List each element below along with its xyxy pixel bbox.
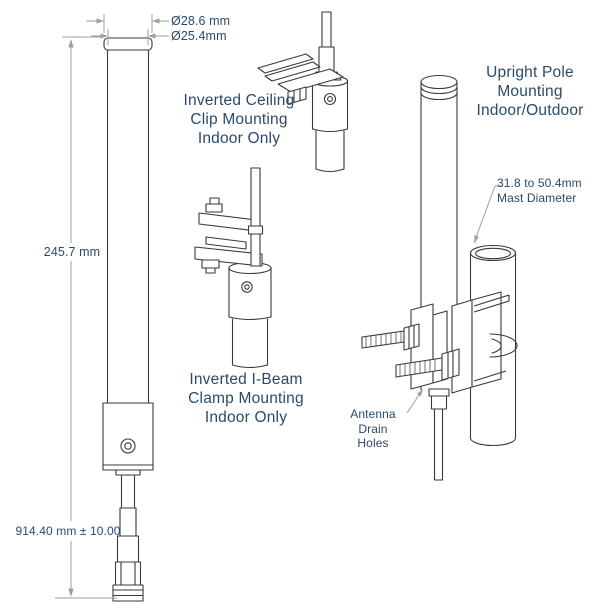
ibeam-clamp-bracket: [194, 197, 263, 274]
arrow-icon: [474, 235, 479, 244]
arrow-icon: [68, 39, 74, 48]
arrow-icon: [96, 18, 104, 24]
ceiling-clip-mount-label: Inverted Ceiling Clip Mounting Indoor On…: [183, 92, 295, 147]
arrow-icon: [152, 18, 160, 24]
left-antenna-drawing: [102, 37, 154, 602]
ibeam-clamp-mount-label: Inverted I-Beam Clamp Mounting Indoor On…: [188, 371, 304, 426]
arrow-icon: [148, 33, 156, 39]
ibeam-clamp-drawing: [194, 167, 272, 369]
pole-mount-bracket: [410, 291, 510, 394]
dim-label-inner-diameter: Ø25.4mm: [171, 29, 227, 43]
ceiling-clip-bracket: [257, 53, 344, 105]
u-bolt-strap: [489, 333, 518, 358]
arrow-icon: [416, 389, 423, 397]
antenna-cable: [428, 388, 450, 481]
mast-diameter-note: 31.8 to 50.4mm Mast Diameter: [497, 176, 582, 205]
ceiling-clip-drawing: [257, 11, 349, 173]
drain-hole-icon: [241, 281, 253, 293]
n-connector: [112, 584, 144, 602]
drain-hole-icon: [120, 438, 136, 454]
leader-lines: [406, 185, 503, 414]
dim-label-radome-length: 245.7 mm: [43, 245, 101, 259]
arrow-icon: [100, 33, 108, 39]
clamp-bolts: [361, 323, 460, 381]
dim-label-overall-length: 914.40 mm ± 10.00: [15, 524, 121, 538]
arrow-icon: [68, 588, 74, 597]
pole-mount-drawing: [361, 74, 518, 481]
dimension-lines: [55, 14, 169, 599]
dim-label-outer-diameter: Ø28.6 mm: [171, 14, 231, 28]
drain-hole-icon: [323, 92, 337, 106]
antenna-drain-holes-note: Antenna Drain Holes: [350, 407, 396, 450]
upright-pole-mount-label: Upright Pole Mounting Indoor/Outdoor: [476, 64, 584, 119]
